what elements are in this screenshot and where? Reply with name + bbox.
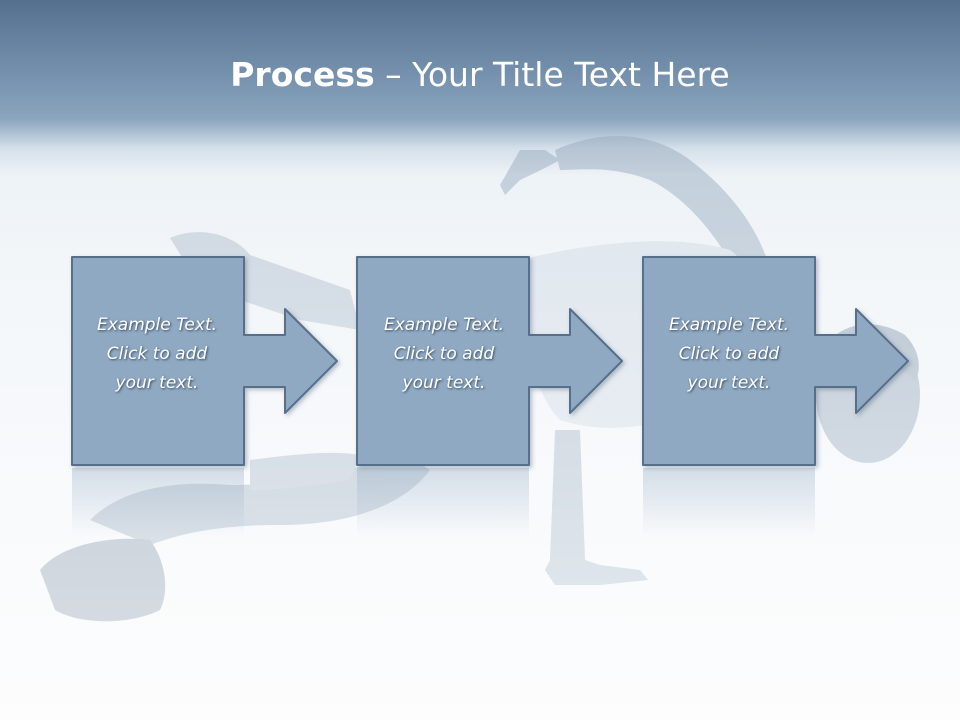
step-3-line-3: your text. <box>687 373 771 393</box>
step-3-line-2: Click to add <box>678 344 780 364</box>
title-bold-text: Process <box>230 55 375 94</box>
step-2-text[interactable]: Example Text. Click to add your text. <box>359 311 529 398</box>
step-2-shape[interactable] <box>356 256 623 466</box>
step-1-line-1: Example Text. <box>96 315 218 335</box>
step-3-line-1: Example Text. <box>668 315 790 335</box>
step-1-line-3: your text. <box>115 373 199 393</box>
step-2-line-1: Example Text. <box>383 315 505 335</box>
step-3-shape[interactable] <box>642 256 909 466</box>
step-1-line-2: Click to add <box>106 344 208 364</box>
step-3-text[interactable]: Example Text. Click to add your text. <box>644 311 814 398</box>
title-rest-text: – Your Title Text Here <box>374 55 730 94</box>
step-1-text[interactable]: Example Text. Click to add your text. <box>72 311 242 398</box>
slide-title[interactable]: Process – Your Title Text Here <box>0 52 960 98</box>
step-1-shape[interactable] <box>71 256 338 466</box>
step-2-line-3: your text. <box>402 373 486 393</box>
step-reflections <box>72 468 815 538</box>
step-2-line-2: Click to add <box>393 344 495 364</box>
